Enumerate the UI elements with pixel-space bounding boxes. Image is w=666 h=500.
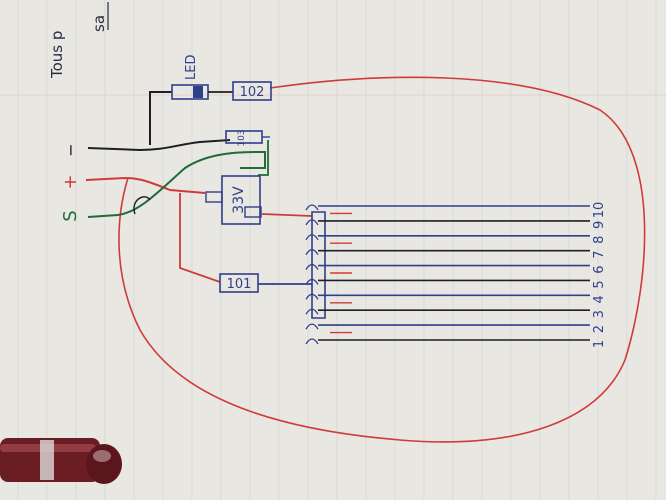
bus-hops xyxy=(305,204,319,345)
resistor-103-label-text: 103 xyxy=(237,129,247,146)
pin-label-text: 1 xyxy=(592,340,607,348)
regulator-tab-top xyxy=(205,191,223,203)
note-top-right-text: sa xyxy=(90,15,108,32)
bus-hop xyxy=(305,278,319,285)
bus-hop xyxy=(305,249,319,256)
regulator-tab-bottom xyxy=(244,206,262,218)
pin-label-9: 9 xyxy=(592,221,607,229)
plus-wire xyxy=(85,176,206,194)
resistor-101 xyxy=(219,273,259,293)
pin-label-10: 10 xyxy=(592,202,607,219)
pin-label-7: 7 xyxy=(592,251,607,259)
pen-cap-shine xyxy=(93,450,111,462)
pin-label-5: 5 xyxy=(592,280,607,288)
regulator-out-wire xyxy=(261,213,313,217)
output-lines xyxy=(318,205,590,341)
bus-hop xyxy=(305,204,319,211)
pin-label-text: 9 xyxy=(592,221,607,229)
signal-label: S xyxy=(60,210,81,221)
plus-label: + xyxy=(60,174,81,189)
pin-label-text: 7 xyxy=(592,251,607,259)
red-feed-wire xyxy=(179,193,221,283)
resistor-102 xyxy=(232,81,272,101)
bus-hop xyxy=(305,234,319,241)
regulator-label-text: 33V xyxy=(231,186,247,214)
resistor-101-label: 101 xyxy=(227,277,252,292)
pin-label-1: 1 xyxy=(592,340,607,348)
led-fill-mark xyxy=(193,86,203,98)
resistor-102-label: 102 xyxy=(240,85,265,100)
pin-label-8: 8 xyxy=(592,236,607,244)
bus-hop xyxy=(305,323,319,330)
red-loop-wire xyxy=(118,76,646,443)
led-black-wire xyxy=(149,91,172,145)
pen xyxy=(0,438,122,484)
pin-label-text: 4 xyxy=(592,295,607,303)
note-top-left: Tous p xyxy=(48,31,66,79)
pin-label-text: 6 xyxy=(592,265,607,273)
bus-hop xyxy=(305,338,319,345)
regulator-label: 33V xyxy=(231,186,247,214)
pin-label-text: 10 xyxy=(592,202,607,219)
pin-label-text: 3 xyxy=(592,310,607,318)
bus-hop xyxy=(305,308,319,315)
signal-label-text: S xyxy=(60,210,81,221)
minus-wire xyxy=(87,139,231,152)
led-label-text: LED xyxy=(184,55,199,80)
pin-labels: 1 2 3 4 5 6 7 8 9 10 xyxy=(592,202,607,348)
pin-label-text: 5 xyxy=(592,280,607,288)
pen-cap xyxy=(86,444,122,484)
signal-wire-hop xyxy=(133,196,151,215)
pin-label-3: 3 xyxy=(592,310,607,318)
minus-label-text: − xyxy=(61,143,80,156)
pen-band xyxy=(40,440,54,480)
note-top-left-text: Tous p xyxy=(48,31,66,79)
bus-hop xyxy=(305,219,319,226)
bus-hop xyxy=(305,293,319,300)
blue-bus xyxy=(311,211,326,319)
note-top-right: sa xyxy=(90,15,108,32)
pin-label-text: 2 xyxy=(592,325,607,333)
led-label: LED xyxy=(184,55,199,80)
green-return-wire xyxy=(258,140,269,176)
plus-label-text: + xyxy=(60,174,81,189)
pin-label-text: 8 xyxy=(592,236,607,244)
resistor-103-label: 103 xyxy=(237,129,247,146)
minus-label: − xyxy=(61,143,80,156)
pin-label-2: 2 xyxy=(592,325,607,333)
pin-label-4: 4 xyxy=(592,295,607,303)
pin-label-6: 6 xyxy=(592,265,607,273)
bus-hop xyxy=(305,263,319,270)
